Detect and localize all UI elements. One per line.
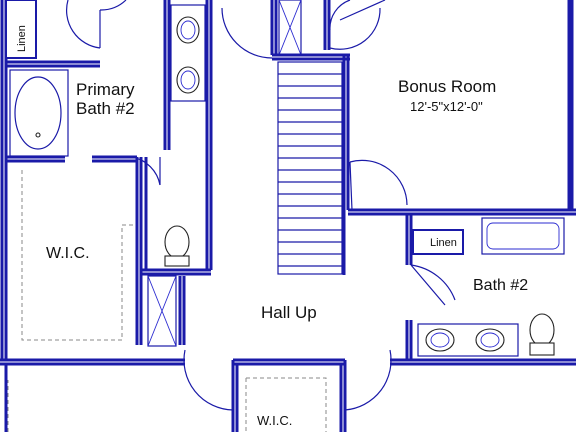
- fixtures: [9, 16, 555, 356]
- bonus-room-label: Bonus Room: [398, 77, 496, 96]
- bath-2-label: Bath #2: [473, 277, 528, 294]
- primary-bath-label-line1: Primary: [76, 80, 135, 99]
- hall-up-label: Hall Up: [261, 303, 317, 322]
- bathtub: [9, 69, 69, 157]
- linen-top-label: Linen: [16, 25, 28, 52]
- toilet-icon: [164, 225, 190, 267]
- sink-icon: [176, 16, 200, 44]
- stairs: [277, 61, 343, 275]
- sink-icon: [425, 328, 455, 352]
- sink-icon: [475, 328, 505, 352]
- door-swings: [65, 0, 456, 411]
- toilet-icon: [529, 313, 555, 356]
- linen-right-label: Linen: [430, 237, 457, 249]
- room-labels: Linen Primary Bath #2 W.I.C. Bonus Room …: [16, 25, 528, 428]
- primary-bath-label-line2: Bath #2: [76, 99, 135, 118]
- wic-left-label: W.I.C.: [46, 245, 90, 262]
- bonus-room-size: 12'-5"x12'-0": [410, 99, 483, 114]
- wic-bottom-label: W.I.C.: [257, 413, 292, 428]
- sink-icon: [176, 66, 200, 94]
